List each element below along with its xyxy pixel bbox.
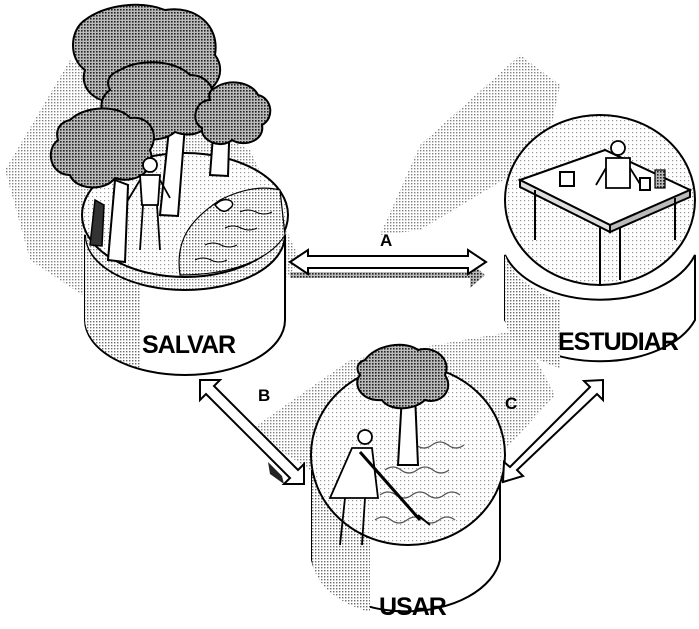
estudiar-label: ESTUDIAR <box>558 328 679 356</box>
arrow-b-label: B <box>258 386 270 405</box>
estudiar-node: ESTUDIAR <box>380 55 695 368</box>
salvar-label: SALVAR <box>142 331 236 359</box>
arrow-a: A <box>290 231 486 288</box>
estudiar-book <box>655 170 665 188</box>
arrow-a-label: A <box>380 231 392 250</box>
salvar-node: SALVAR <box>5 5 300 375</box>
arrow-c-label: C <box>505 394 517 413</box>
arrow-a-body <box>290 250 486 274</box>
usar-label: USAR <box>379 593 447 621</box>
